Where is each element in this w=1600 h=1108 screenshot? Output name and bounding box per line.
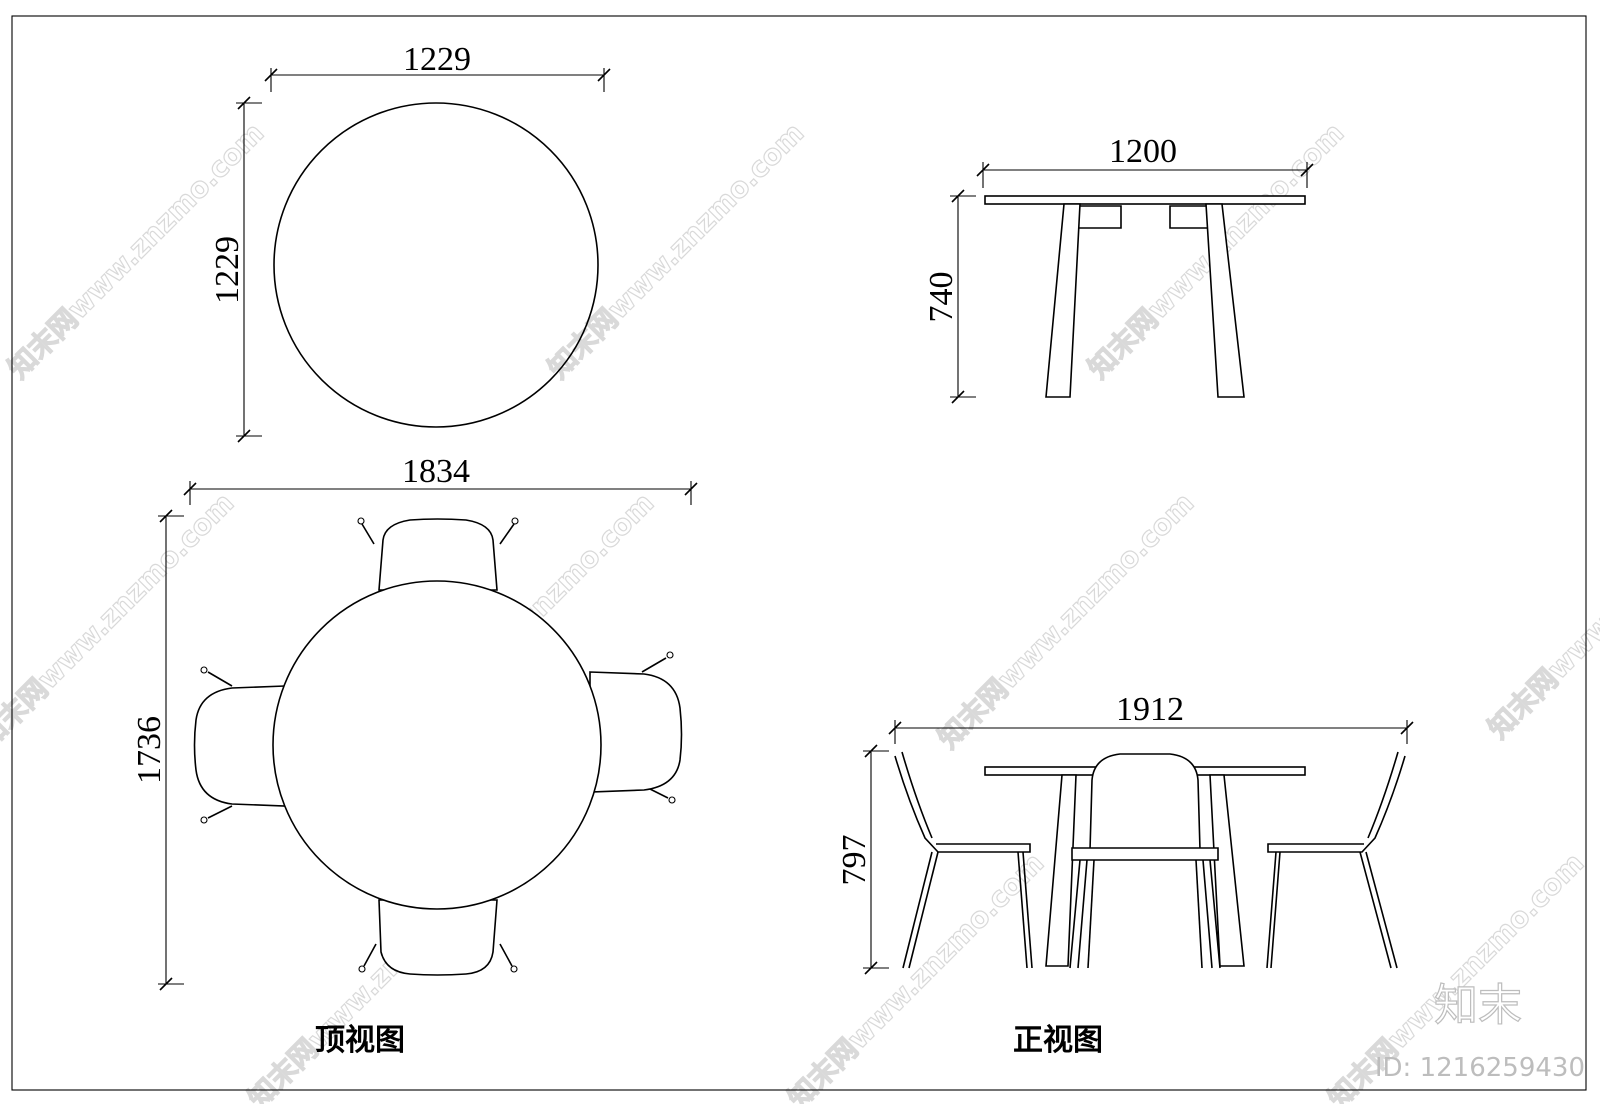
set-front-view: 1912 797 正视图 — [836, 691, 1414, 1058]
table-leg — [1045, 774, 1077, 967]
dimension-label: 1229 — [403, 41, 471, 78]
apron-bracket — [1169, 205, 1208, 229]
table-front-view: 1200 740 — [923, 133, 1314, 404]
dimension-height: 740 — [923, 189, 976, 404]
image-id-label: ID: 1216259430 — [1375, 1053, 1585, 1083]
dimension-label: 740 — [923, 272, 960, 323]
tabletop-edge — [984, 195, 1306, 205]
chair-side-view — [894, 751, 1033, 969]
table-leg — [1209, 774, 1245, 967]
chair-top-view — [193, 666, 286, 824]
tabletop-circle — [272, 580, 602, 910]
watermark-text: 知末网www.znzmo.com — [782, 846, 1051, 1104]
dimension-height: 797 — [836, 744, 889, 975]
brand-logo-text: 知末 — [1434, 980, 1522, 1031]
dimension-label: 1912 — [1116, 691, 1184, 728]
dimension-width: 1229 — [264, 41, 611, 92]
chair-side-view — [1266, 751, 1406, 969]
dimension-label: 797 — [836, 835, 873, 886]
tabletop-circle — [273, 102, 599, 428]
dimension-label: 1200 — [1109, 133, 1177, 170]
chair-front-view — [1069, 753, 1221, 969]
watermark-text: 知末网www.znzmo.com — [1482, 476, 1600, 745]
dimension-label: 1229 — [209, 236, 246, 304]
dimension-width: 1834 — [183, 453, 698, 505]
watermark-text: 知末网www.znzmo.com — [542, 116, 811, 385]
dimension-depth: 1736 — [131, 509, 184, 991]
chair-top-view — [357, 517, 519, 591]
chair-top-view — [358, 899, 518, 976]
chair-top-view — [589, 651, 683, 804]
table-top-view: 1229 1229 — [209, 41, 611, 443]
dimension-depth: 1229 — [209, 96, 262, 443]
apron-bracket — [1078, 205, 1122, 229]
table-leg — [1205, 203, 1245, 398]
sheet-frame — [11, 15, 1587, 1091]
dimension-width: 1200 — [976, 133, 1314, 188]
dimension-label: 1736 — [131, 716, 168, 784]
view-caption: 顶视图 — [315, 1023, 405, 1058]
table-leg — [1045, 203, 1081, 398]
dimension-width: 1912 — [888, 691, 1414, 744]
set-top-view: 1834 1736 顶视图 — [131, 453, 698, 1058]
view-caption: 正视图 — [1013, 1023, 1103, 1058]
dimension-label: 1834 — [402, 453, 470, 490]
